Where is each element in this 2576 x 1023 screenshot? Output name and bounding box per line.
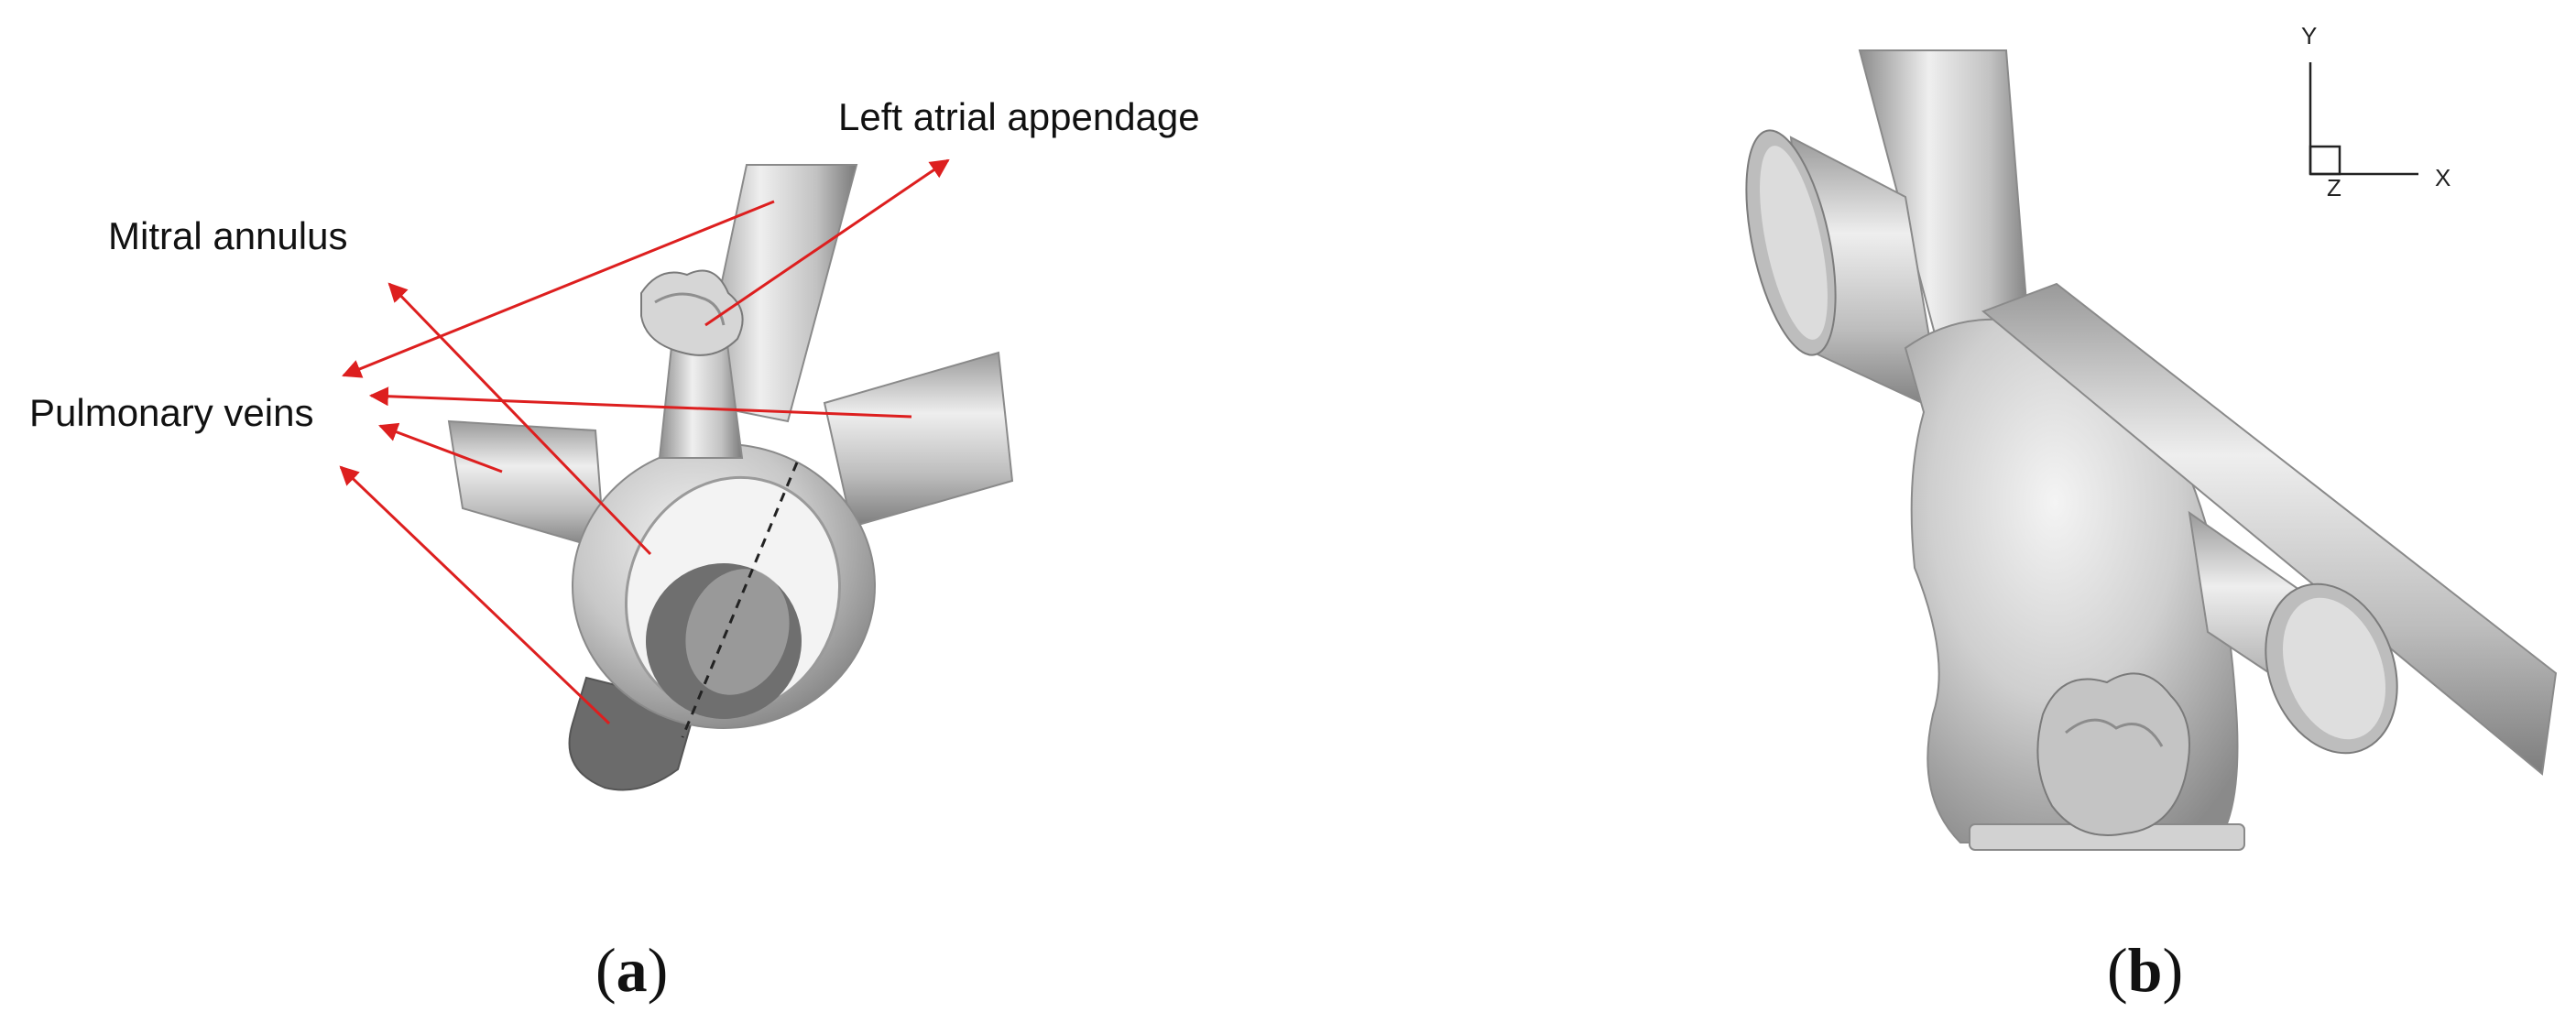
appendage-b [2036,672,2190,836]
panel-b-caption: (b) [2107,934,2183,1007]
arrow-right-vein [368,386,912,419]
appendage [640,269,744,459]
label-mitral-annulus: Mitral annulus [108,214,347,257]
arrow-upper-vein [342,200,775,378]
panel-b: Y Z X [1745,22,2558,851]
caption-b-letter: b [2127,935,2163,1005]
caption-b-open: ( [2107,935,2128,1005]
axis-label-z: Z [2327,174,2341,201]
right-pulmonary-vein [823,351,1014,528]
caption-a-letter: a [616,935,648,1005]
caption-a-open: ( [595,935,617,1005]
lower-vein-cylinder [2188,510,2398,755]
label-pulmonary-veins: Pulmonary veins [29,391,313,434]
label-left-atrial-appendage: Left atrial appendage [838,95,1200,138]
axis-label-x: X [2435,164,2450,191]
axis-label-y: Y [2301,22,2317,49]
left-vein-cylinder [1745,129,1944,414]
panel-a: Left atrial appendage Mitral annulus Pul… [29,95,1200,791]
panel-a-caption: (a) [595,934,668,1007]
arrow-left-atrial-appendage [704,158,950,327]
annulus-dashed-axis [681,462,799,738]
caption-b-close: ) [2162,935,2184,1005]
arrow-mitral-annulus [387,282,652,556]
arrow-left-vein [378,422,503,473]
left-pulmonary-vein [447,419,606,551]
caption-a-close: ) [647,935,669,1005]
annotation-arrows [339,158,950,725]
arrow-lower-vein [339,465,611,725]
axis-triad [2309,62,2418,176]
atrium-body [572,443,876,729]
